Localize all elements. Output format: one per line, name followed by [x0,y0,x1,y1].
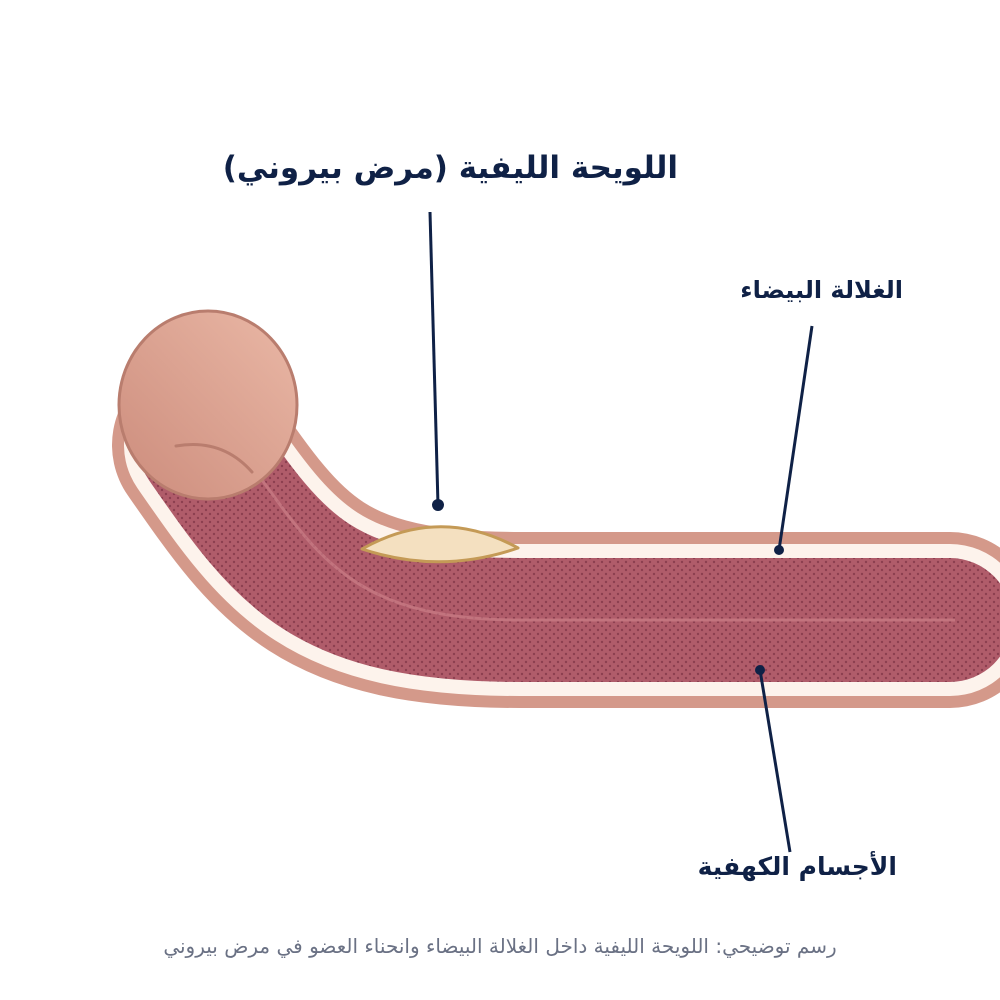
fibrous-plaque [360,525,520,564]
glans [117,309,299,501]
leader-corpora [755,665,792,853]
center-line [260,479,955,622]
figure-caption: رسم توضيحي: اللويحة الليفية داخل الغلالة… [163,934,837,958]
label-fibrous-plaque: اللويحة الليفية (مرض بيروني) [222,150,678,186]
label-tunica-albuginea: الغلالة البيضاء [740,276,903,304]
leader-plaque [428,211,444,511]
glans-contour [174,442,254,474]
leader-tunica [774,325,814,555]
label-corpora-cavernosa: الأجسام الكهفية [697,852,897,881]
